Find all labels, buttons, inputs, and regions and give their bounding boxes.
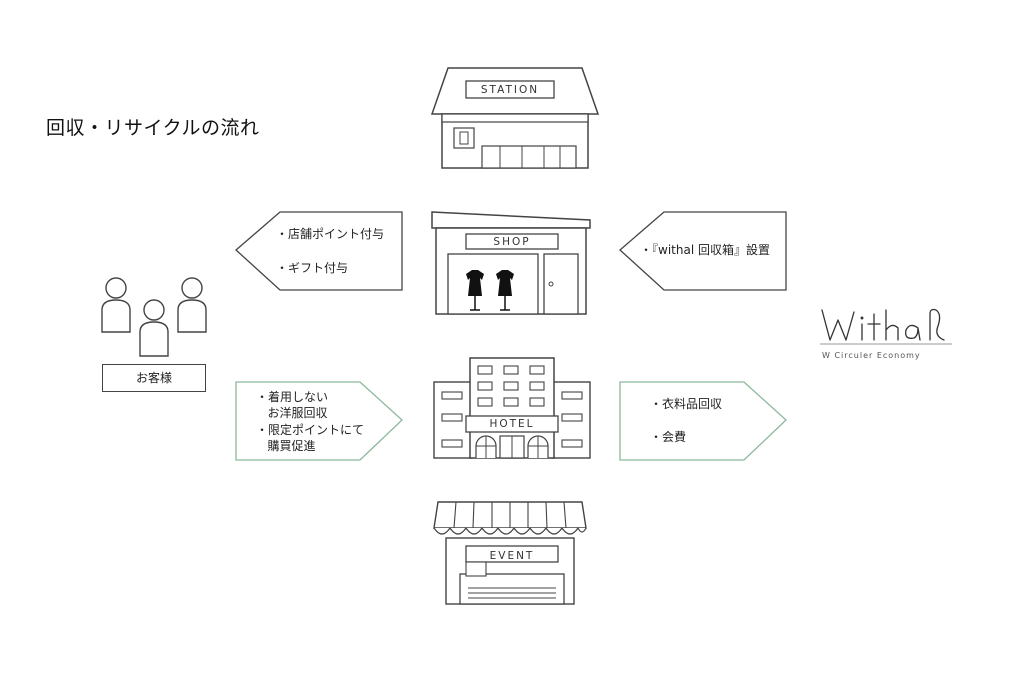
- customer-label: お客様: [102, 364, 206, 392]
- event-building-icon: [433, 501, 587, 605]
- arrow-left-top: [235, 211, 403, 291]
- arrow-left-top-item-1: ・店舗ポイント付与: [276, 227, 385, 241]
- logo-tagline: W Circuler Economy: [822, 351, 921, 360]
- arrow-right-bottom: [619, 381, 787, 461]
- shop-sign: SHOP: [493, 236, 531, 248]
- station-sign: STATION: [480, 84, 540, 96]
- arrow-left-bottom: [235, 381, 403, 461]
- arrow-left-bottom-item-1: ・着用しない お洋服回収: [256, 390, 329, 420]
- withal-logo: [820, 308, 952, 345]
- customers-icon: [101, 277, 207, 357]
- arrow-right-bottom-item-2: ・会費: [650, 430, 687, 444]
- arrow-right-top-item-1: ・『withal 回収箱』設置: [640, 243, 770, 257]
- arrow-left-top-item-2: ・ギフト付与: [276, 261, 349, 275]
- station-building-icon: [430, 67, 600, 169]
- event-sign: EVENT: [489, 550, 535, 562]
- shop-building-icon: [431, 211, 591, 315]
- arrow-right-top: [619, 211, 787, 291]
- hotel-building-icon: [433, 357, 591, 459]
- hotel-sign: HOTEL: [489, 418, 535, 430]
- arrow-left-bottom-item-2: ・限定ポイントにて 購買促進: [256, 423, 365, 453]
- arrow-right-bottom-item-1: ・衣料品回収: [650, 397, 723, 411]
- diagram-title: 回収・リサイクルの流れ: [46, 117, 260, 139]
